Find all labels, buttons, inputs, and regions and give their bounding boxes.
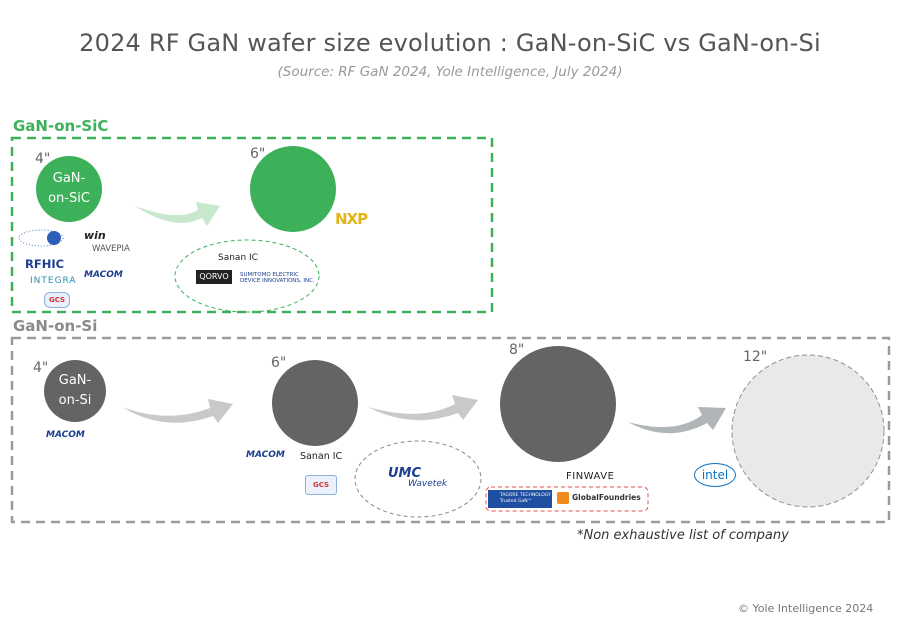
si-6in-logo-cluster [354,440,482,518]
si-arrow-8-to-12 [628,407,726,434]
sic-logo-globe [18,229,64,247]
si-6in-logo-gcs: GCS [305,475,337,495]
si-4in-wafer: GaN- on-Si [44,360,106,422]
sic-logo-sumitomo-2: DEVICE INNOVATIONS, INC. [240,278,315,284]
sic-logo-win: win [84,229,106,242]
page-title: 2024 RF GaN wafer size evolution : GaN-o… [79,29,821,57]
si-dashed-box [10,336,891,524]
disclaimer-note: *Non exhaustive list of company [577,528,789,543]
si-arrow-6-to-8 [368,395,478,421]
si-6in-logo-macom: MACOM [246,450,285,460]
si-group-label: GaN-on-Si [13,317,98,335]
page-source: (Source: RF GaN 2024, Yole Intelligence,… [277,64,623,80]
si-arrow-4-to-6 [122,399,233,423]
si-6in-wafer [272,360,358,446]
si-6in-size-label: 6" [271,355,287,371]
sic-logo-nxp: NXP [335,210,368,228]
si-logo-tagore-2: Trusted GaN™ [500,499,533,504]
si-12in-wafer [731,354,885,508]
sic-4in-wafer: GaN- on-SiC [36,156,102,222]
si-6in-logo-sanan: Sanan IC [300,451,343,462]
si-logo-tagore-1: TAGORE TECHNOLOGY [500,493,551,498]
si-4in-text-2: on-Si [58,393,92,408]
sic-arrow-4-to-6 [135,202,220,226]
si-logo-globalfoundries-text: GlobalFoundries [572,493,641,502]
si-logo-globalfoundries: GlobalFoundries [557,492,641,504]
globe-icon [18,229,64,247]
si-logo-wavetek: Wavetek [408,479,448,489]
sic-6in-wafer [250,146,336,232]
sic-4in-text-2: on-SiC [48,191,90,206]
sic-logo-qorvo: QORVO [196,270,232,284]
sic-dashed-box [10,136,494,314]
sic-logo-rfhic: RFHIC [25,257,65,271]
sic-logo-wavepia: WAVEPIA [92,244,130,254]
si-4in-logo-macom: MACOM [46,430,85,440]
sic-4in-text-1: GaN- [52,171,86,186]
si-4in-size-label: 4" [33,360,49,376]
si-logo-umc: UMC [388,466,422,481]
si-8in-size-label: 8" [509,342,525,358]
sic-group-label: GaN-on-SiC [13,117,109,135]
sic-6in-size-label: 6" [250,146,266,162]
si-logo-finwave: FINWAVE [566,471,615,482]
si-8in-wafer [500,346,616,462]
sic-logo-gcs: GCS [44,292,70,308]
sic-6in-logo-cluster [174,239,320,313]
si-logo-intel-text: intel [701,468,729,482]
sic-logo-macom: MACOM [84,270,123,280]
si-logo-intel: intel [694,463,736,487]
si-12in-size-label: 12" [743,349,768,365]
sic-logo-sumitomo: SUMITOMO ELECTRIC DEVICE INNOVATIONS, IN… [240,272,315,284]
sic-logo-sumitomo-1: SUMITOMO ELECTRIC [240,272,299,278]
si-logo-tagore: TAGORE TECHNOLOGY Trusted GaN™ [488,490,552,508]
sic-logo-integra: INTEGRA [30,276,77,286]
globalfoundries-mark-icon [557,492,569,504]
si-4in-text-1: GaN- [58,373,92,388]
sic-logo-sanan: Sanan IC [218,253,258,263]
copyright-text: © Yole Intelligence 2024 [738,602,874,615]
